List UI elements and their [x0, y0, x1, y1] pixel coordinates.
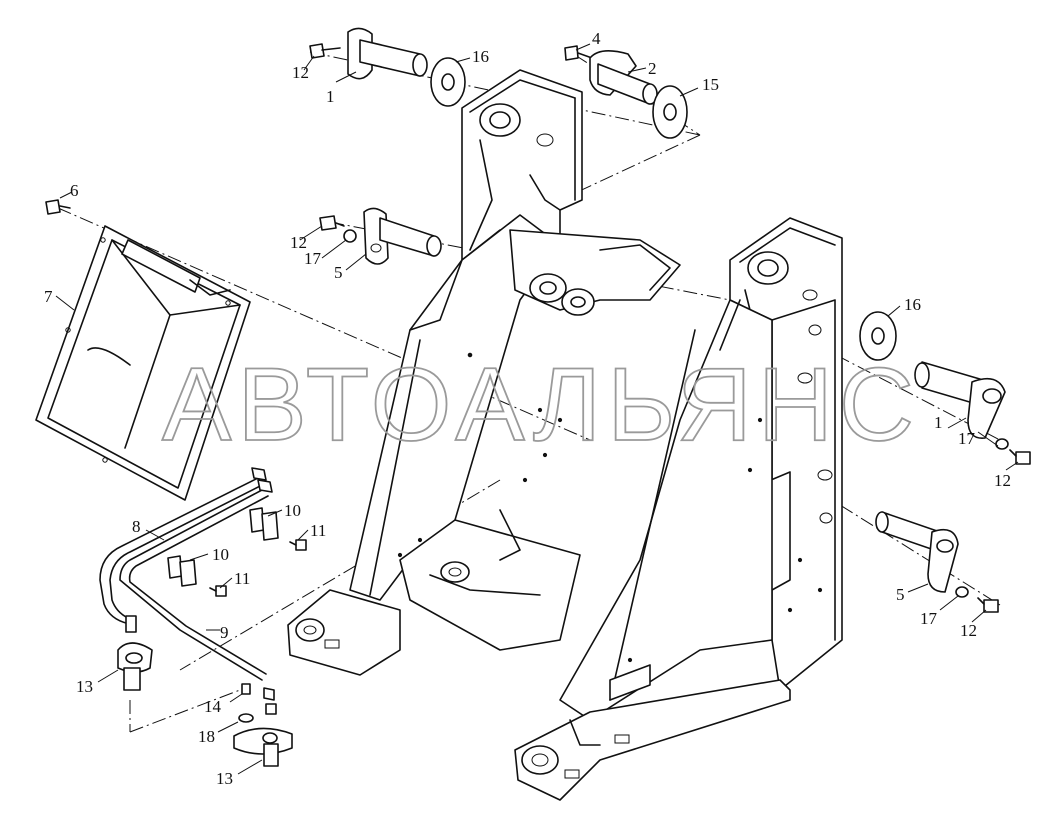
- callout-18: 18: [198, 727, 215, 746]
- callout-14: 14: [204, 697, 222, 716]
- leader-lines: [55, 43, 1019, 775]
- callout-13: 13: [216, 769, 233, 788]
- callout-12: 11: [234, 569, 250, 588]
- fitting-13-bottom: [233, 683, 293, 767]
- callout-11: 10: [212, 545, 229, 564]
- clamp-upper: [249, 507, 307, 551]
- callout-7: 6: [70, 181, 79, 200]
- callout-12: 11: [310, 521, 326, 540]
- top-left-pin-assembly: [309, 27, 466, 107]
- callout-8: 12: [994, 471, 1011, 490]
- callout-numbers: 12 1 16 4 2 15 6 12 17 5 7 16 1 17 12 5 …: [44, 29, 1011, 788]
- main-frame: [287, 69, 843, 801]
- right-lower-pin-assembly: [875, 511, 999, 613]
- callout-10: 9: [220, 623, 229, 642]
- callout-9: 8: [132, 517, 141, 536]
- bolt-7: [45, 199, 71, 215]
- callout-17: 17: [920, 609, 938, 628]
- callout-11: 10: [284, 501, 301, 520]
- callout-8: 12: [290, 233, 307, 252]
- callout-17: 17: [958, 429, 976, 448]
- callout-15: 15: [702, 75, 719, 94]
- right-upper-pin-assembly: [859, 311, 1031, 465]
- fitting-13-left: [117, 615, 153, 691]
- callout-1: 1: [326, 87, 335, 106]
- callout-8: 12: [960, 621, 977, 640]
- callout-16: 16: [904, 295, 921, 314]
- lube-lines: [99, 467, 275, 701]
- callout-5: 5: [896, 585, 905, 604]
- callout-6: 7: [44, 287, 53, 306]
- callout-8: 12: [292, 63, 309, 82]
- top-right-pin-assembly: [564, 45, 688, 139]
- middle-left-pin-assembly: [319, 207, 442, 265]
- callout-1: 1: [934, 413, 943, 432]
- watermark: АВТОАЛЬЯНС: [162, 347, 920, 463]
- callout-17: 17: [304, 249, 322, 268]
- callout-13: 13: [76, 677, 93, 696]
- callout-16: 16: [472, 47, 489, 66]
- callout-5: 5: [334, 263, 343, 282]
- callout-4: 4: [592, 29, 601, 48]
- callout-2: 2: [648, 59, 657, 78]
- cover-panel: [35, 225, 251, 501]
- clamp-lower: [167, 555, 227, 597]
